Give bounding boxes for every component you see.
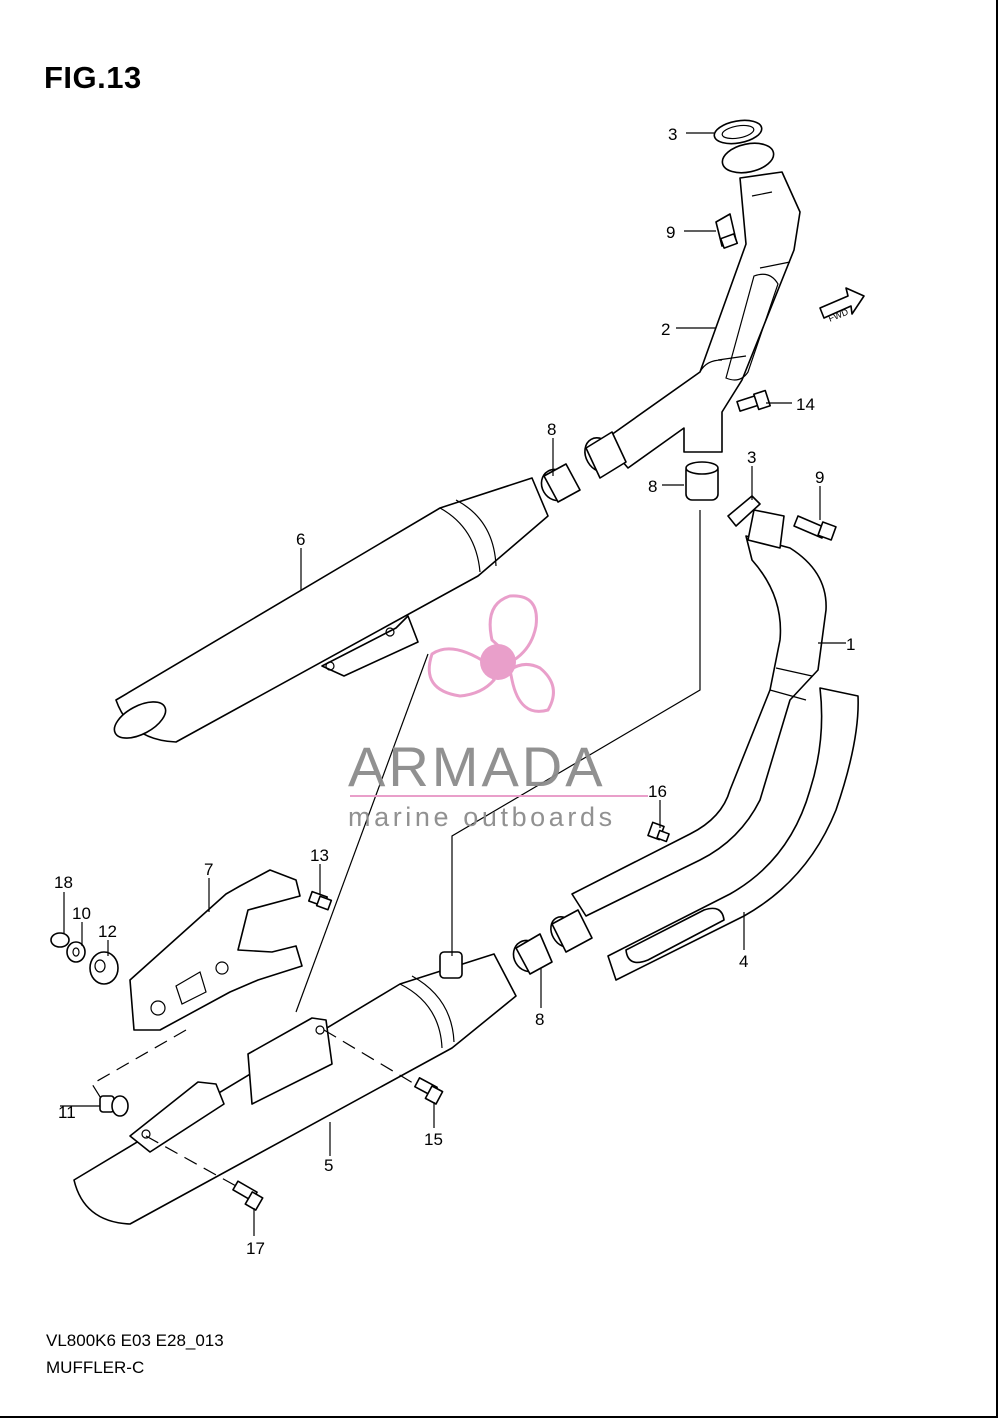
front-muffler	[73, 951, 517, 1225]
callout-11: 11	[58, 1103, 76, 1122]
heat-cover	[607, 687, 859, 981]
muffler-bracket	[129, 869, 303, 1031]
callout-16: 16	[648, 782, 667, 801]
callout-5: 5	[324, 1156, 333, 1175]
callout-3-lower: 3	[747, 448, 756, 467]
bolt-9-upper	[715, 213, 739, 249]
leader-lines	[63, 132, 846, 1236]
connector-8-middle	[685, 461, 719, 501]
callout-8-upper: 8	[547, 420, 556, 439]
bolt-9-lower	[793, 515, 837, 541]
callout-17: 17	[246, 1239, 265, 1258]
section-name: MUFFLER-C	[46, 1358, 145, 1377]
rear-exhaust-pipe	[550, 509, 827, 953]
gasket-3-upper	[713, 119, 763, 145]
callout-18: 18	[54, 873, 73, 892]
bolt-14	[736, 389, 771, 412]
armada-watermark: ARMADA marine outboards	[348, 594, 648, 832]
cushion-12	[89, 951, 119, 985]
callout-9-upper: 9	[666, 223, 675, 242]
callout-labels: 3 9 2 14 8 8 3 9 6 1 16 7 13 18 10 12 4 …	[54, 125, 855, 1258]
bolt-13	[307, 890, 333, 911]
callout-2: 2	[661, 320, 670, 339]
callout-14: 14	[796, 395, 815, 414]
gasket-3-lower	[727, 495, 761, 527]
nut-18	[50, 932, 70, 948]
assembly-lines	[60, 510, 701, 1187]
callout-8-lower: 8	[535, 1010, 544, 1029]
bolt-15	[414, 1077, 444, 1105]
callout-13: 13	[310, 846, 329, 865]
watermark-tagline: marine outboards	[348, 802, 616, 832]
connector-8-upper	[540, 463, 581, 503]
callout-6: 6	[296, 530, 305, 549]
watermark-brand: ARMADA	[348, 735, 606, 798]
fwd-direction-badge: FWD	[819, 287, 865, 324]
connector-8-lower	[512, 933, 553, 975]
propeller-logo-icon	[427, 594, 555, 713]
model-code: VL800K6 E03 E28_013	[46, 1331, 224, 1350]
callout-15: 15	[424, 1130, 443, 1149]
callout-12: 12	[98, 922, 117, 941]
callout-9-lower: 9	[815, 468, 824, 487]
washer-10	[66, 941, 86, 963]
callout-10: 10	[72, 904, 91, 923]
bolt-17	[232, 1180, 264, 1211]
callout-7: 7	[204, 860, 213, 879]
callout-8-middle: 8	[648, 477, 657, 496]
rear-muffler	[113, 477, 549, 743]
front-exhaust-pipe	[584, 142, 801, 479]
bolt-16	[647, 821, 670, 843]
spacer-11	[99, 1095, 129, 1117]
figure-title: FIG.13	[44, 60, 142, 95]
callout-4: 4	[739, 952, 748, 971]
callout-1: 1	[846, 635, 855, 654]
callout-3-upper: 3	[668, 125, 677, 144]
